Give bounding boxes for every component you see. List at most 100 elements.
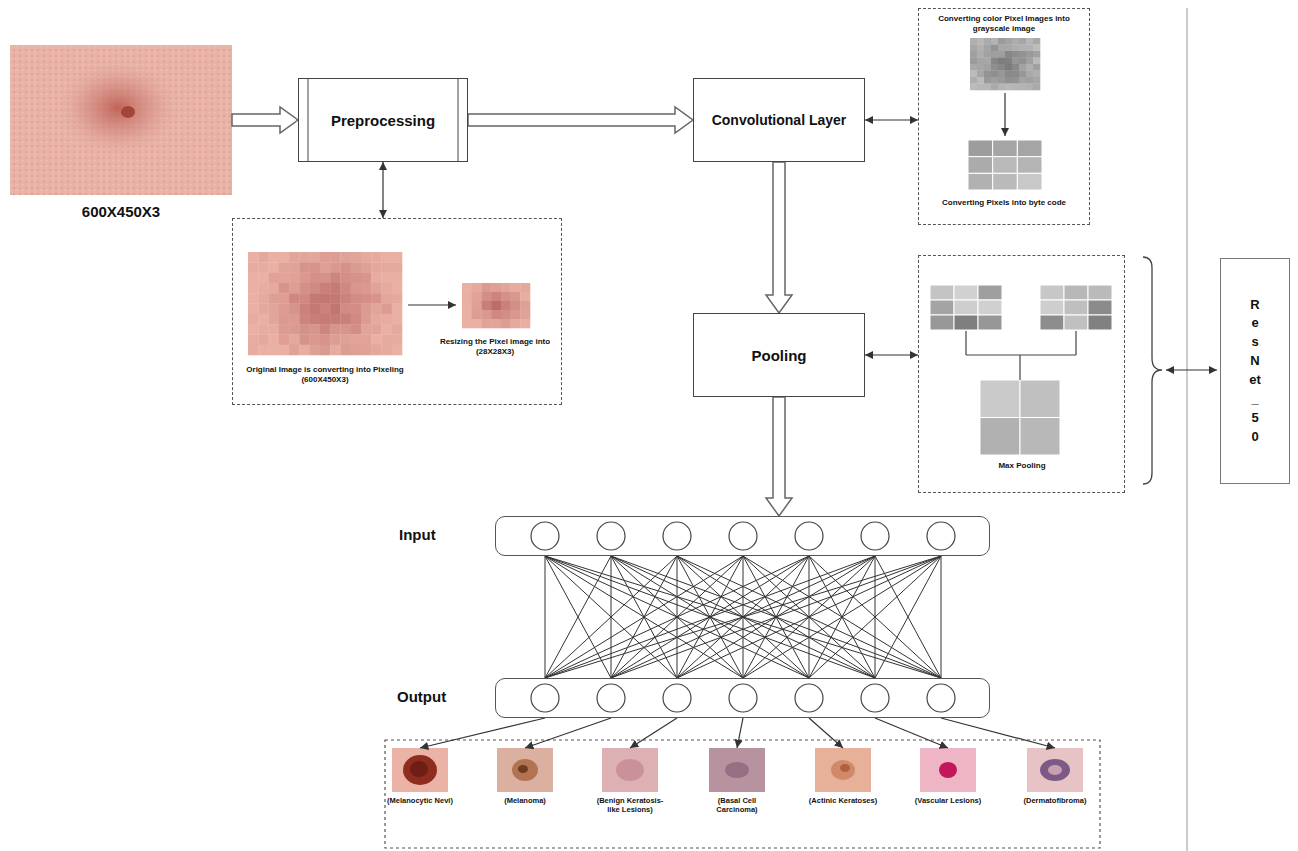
pixel bbox=[481, 310, 491, 319]
node-label: Original Image is converting into Pixeli… bbox=[245, 365, 405, 384]
pixel bbox=[977, 38, 984, 45]
pixel bbox=[491, 310, 501, 319]
pixel bbox=[501, 283, 511, 292]
grid-cell bbox=[930, 300, 954, 315]
pixel bbox=[491, 319, 501, 328]
pixel bbox=[392, 262, 403, 273]
pixel bbox=[330, 252, 341, 263]
pixel bbox=[520, 283, 530, 292]
class-sample: (Basal Cell Carcinoma) bbox=[689, 748, 785, 814]
box-side-line bbox=[308, 78, 309, 162]
pixel bbox=[299, 293, 310, 304]
layer-box: Output bbox=[495, 678, 990, 718]
grid-cell bbox=[954, 315, 978, 330]
divider-line bbox=[1186, 8, 1188, 851]
pixel bbox=[248, 304, 259, 315]
pixel bbox=[258, 283, 269, 294]
node-label: Pooling bbox=[752, 347, 807, 364]
pixel bbox=[289, 273, 300, 284]
class-image bbox=[709, 748, 765, 792]
pixel bbox=[970, 64, 977, 71]
link-arrow bbox=[865, 354, 918, 355]
pixel bbox=[984, 51, 991, 58]
neuron bbox=[927, 684, 955, 712]
pixel bbox=[472, 310, 482, 319]
pixel bbox=[984, 38, 991, 45]
neuron bbox=[861, 684, 889, 712]
class-panel bbox=[385, 740, 1100, 848]
node-label: Convolutional Layer bbox=[712, 112, 847, 128]
pixel bbox=[1012, 58, 1019, 65]
lesion bbox=[518, 765, 528, 773]
grid-cell bbox=[1088, 300, 1112, 315]
pixel bbox=[310, 304, 321, 315]
pixel bbox=[330, 283, 341, 294]
pixel bbox=[269, 283, 280, 294]
pixel bbox=[998, 77, 1005, 84]
class-image bbox=[602, 748, 658, 792]
grid-cell bbox=[993, 157, 1018, 174]
grid-cell bbox=[1017, 140, 1042, 157]
lesion-area bbox=[54, 58, 182, 158]
flow-arrow bbox=[468, 107, 693, 133]
pixel bbox=[381, 314, 392, 325]
class-caption: (Dermatofibroma) bbox=[1007, 796, 1103, 805]
pixel bbox=[361, 262, 372, 273]
pixel bbox=[351, 252, 362, 263]
pixel bbox=[248, 334, 259, 345]
grid-cell bbox=[968, 173, 993, 190]
pixel bbox=[361, 334, 372, 345]
pixel bbox=[1026, 45, 1033, 52]
pixel bbox=[1019, 45, 1026, 52]
pixel bbox=[289, 262, 300, 273]
class-image bbox=[497, 748, 553, 792]
pixel bbox=[481, 292, 491, 301]
pixel bbox=[330, 314, 341, 325]
pixel bbox=[1019, 38, 1026, 45]
pixel bbox=[269, 304, 280, 315]
pixel bbox=[340, 324, 351, 335]
pixel bbox=[472, 301, 482, 310]
curly-brace bbox=[1143, 257, 1162, 484]
detail-panel: Original Image is converting into Pixeli… bbox=[232, 218, 562, 405]
grid-cell bbox=[980, 380, 1020, 418]
pixel bbox=[984, 84, 991, 91]
class-arrow bbox=[809, 718, 843, 748]
neuron bbox=[729, 522, 757, 550]
pixel bbox=[299, 345, 310, 356]
pixel bbox=[340, 293, 351, 304]
node-label: 600X450X3 bbox=[10, 203, 232, 220]
pixel bbox=[289, 293, 300, 304]
node-label: Max Pooling bbox=[975, 461, 1069, 471]
pixel bbox=[984, 45, 991, 52]
pixel bbox=[320, 304, 331, 315]
class-caption: (Basal Cell Carcinoma) bbox=[689, 796, 785, 814]
pixel bbox=[392, 345, 403, 356]
pixel bbox=[520, 319, 530, 328]
pixel bbox=[520, 310, 530, 319]
pixel bbox=[392, 334, 403, 345]
lesion bbox=[512, 759, 538, 781]
class-arrow bbox=[420, 718, 545, 748]
pixel bbox=[351, 345, 362, 356]
pixel bbox=[258, 293, 269, 304]
dense-connections bbox=[545, 556, 941, 678]
pixel bbox=[279, 314, 290, 325]
pixel bbox=[1033, 77, 1040, 84]
pixel bbox=[984, 77, 991, 84]
neuron bbox=[861, 522, 889, 550]
pixel bbox=[289, 252, 300, 263]
pixel bbox=[984, 58, 991, 65]
class-image bbox=[392, 748, 448, 792]
pixel bbox=[289, 283, 300, 294]
pixel bbox=[289, 304, 300, 315]
pixel bbox=[381, 304, 392, 315]
pixel bbox=[299, 324, 310, 335]
pixel bbox=[258, 314, 269, 325]
pixel bbox=[340, 262, 351, 273]
pixel bbox=[279, 334, 290, 345]
pixel bbox=[269, 334, 280, 345]
pixel bbox=[258, 304, 269, 315]
process-box: Convolutional Layer bbox=[693, 78, 865, 162]
